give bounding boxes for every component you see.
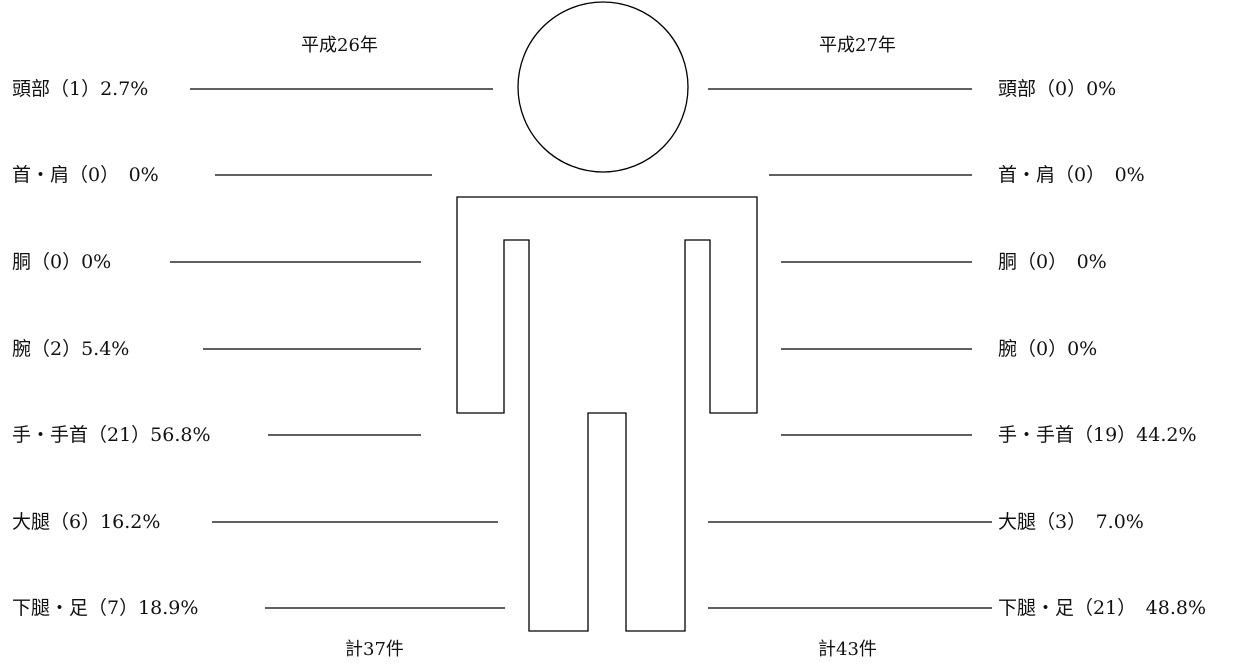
right-year-title: 平成27年	[819, 35, 896, 56]
head-circle	[517, 1, 689, 173]
body-outline	[456, 196, 758, 632]
left-label-neck: 首・肩（0） 0%	[12, 164, 159, 186]
right-label-head: 頭部（0）0%	[998, 78, 1117, 100]
left-label-arm: 腕（2）5.4%	[12, 338, 130, 360]
left-total: 計37件	[345, 639, 404, 660]
right-label-torso: 胴（0） 0%	[998, 251, 1107, 273]
right-label-arm: 腕（0）0%	[998, 338, 1098, 360]
left-label-lowerleg: 下腿・足（7）18.9%	[12, 597, 199, 619]
left-label-thigh: 大腿（6）16.2%	[12, 511, 161, 533]
leader-lines	[170, 88, 992, 609]
right-total: 計43件	[818, 639, 877, 660]
right-label-neck: 首・肩（0） 0%	[998, 164, 1145, 186]
left-year-title: 平成26年	[301, 35, 378, 56]
right-label-hand: 手・手首（19）44.2%	[998, 424, 1197, 446]
right-label-thigh: 大腿（3） 7.0%	[998, 511, 1144, 533]
left-label-torso: 胴（0）0%	[12, 251, 112, 273]
right-label-lowerleg: 下腿・足（21） 48.8%	[998, 597, 1207, 619]
left-label-head: 頭部（1）2.7%	[12, 78, 149, 100]
left-label-hand: 手・手首（21）56.8%	[12, 424, 211, 446]
